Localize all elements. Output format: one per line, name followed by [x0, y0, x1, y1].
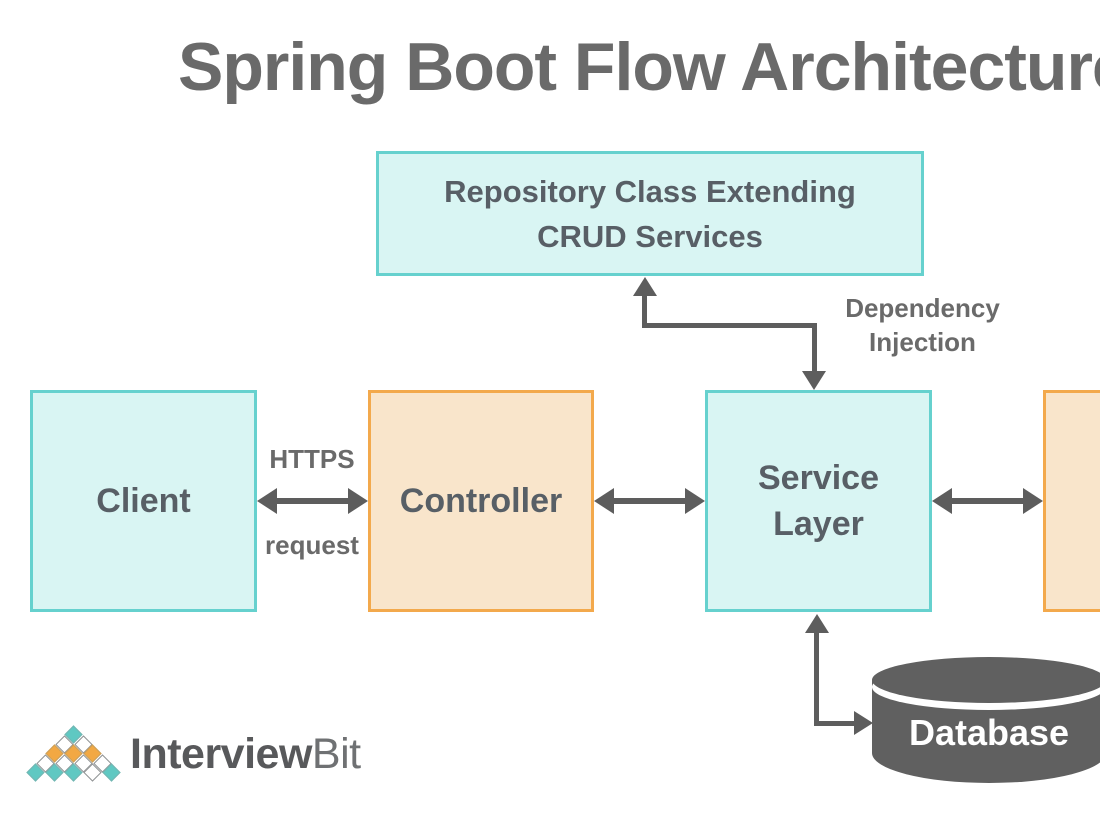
arrowhead-right-icon: [854, 711, 873, 735]
interviewbit-logo: InterviewBit: [26, 724, 388, 794]
database-label: Database: [908, 712, 1070, 753]
connector-segment: [812, 323, 817, 373]
arrowhead-right-icon: [1023, 488, 1043, 514]
dependency-injection-label-line2: Injection: [869, 327, 976, 357]
controller-service-arrow: [594, 488, 705, 514]
logo-wordmark-light: Bit: [311, 730, 361, 778]
dependency-injection-label-line1: Dependency: [845, 293, 1000, 323]
database-cylinder-top: [872, 657, 1100, 703]
arrow-shaft: [277, 498, 348, 504]
service-layer-box: Service Layer: [705, 390, 932, 612]
arrowhead-up-icon: [633, 277, 657, 296]
repository-box-label-line1: Repository Class Extending: [444, 173, 856, 209]
arrowhead-up-icon: [805, 614, 829, 633]
arrowhead-left-icon: [932, 488, 952, 514]
repository-box-label-line2: CRUD Services: [537, 218, 763, 254]
connector-segment: [814, 632, 819, 726]
logo-wordmark-bold: Interview: [130, 730, 312, 778]
page-title: Spring Boot Flow Architecture: [178, 29, 1100, 105]
service-right-arrow: [932, 488, 1043, 514]
client-box-label: Client: [96, 481, 191, 520]
service-layer-box-label-line2: Layer: [773, 505, 864, 543]
arrowhead-left-icon: [594, 488, 614, 514]
arrowhead-down-icon: [802, 371, 826, 390]
service-layer-box-label-line1: Service: [758, 459, 879, 497]
repository-box: Repository Class Extending CRUD Services: [376, 151, 924, 276]
database-cylinder: [872, 657, 1100, 785]
logo-wordmark: InterviewBit: [130, 730, 361, 779]
client-controller-arrow: [257, 488, 368, 514]
connector-segment: [814, 721, 855, 726]
request-label: request: [265, 530, 359, 560]
arrow-shaft: [614, 498, 685, 504]
https-label: HTTPS: [269, 444, 355, 474]
controller-box: Controller: [368, 390, 594, 612]
logo-pyramid-icon: [26, 724, 123, 788]
controller-box-label: Controller: [399, 481, 563, 520]
connector-segment: [642, 295, 647, 328]
connector-segment: [642, 323, 817, 328]
client-box: Client: [30, 390, 257, 612]
partial-right-box: [1043, 390, 1100, 612]
arrowhead-right-icon: [685, 488, 705, 514]
arrowhead-right-icon: [348, 488, 368, 514]
arrowhead-left-icon: [257, 488, 277, 514]
arrow-shaft: [952, 498, 1023, 504]
dependency-injection-label: Dependency Injection: [835, 291, 1010, 359]
